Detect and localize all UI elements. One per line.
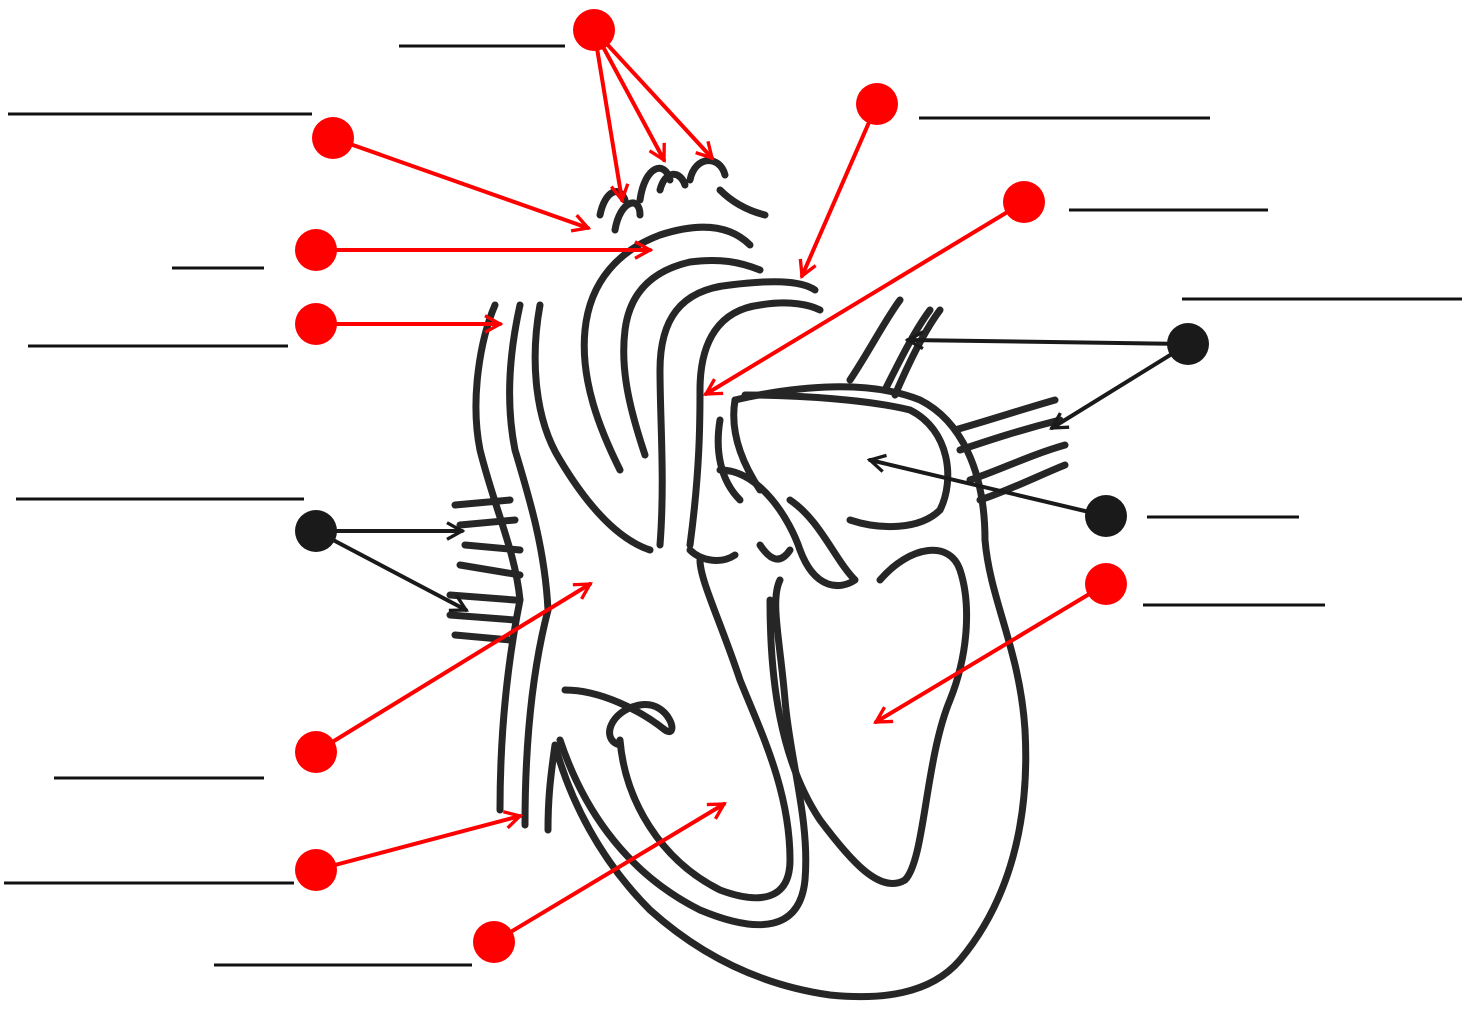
left-ventricle-wall — [770, 550, 967, 883]
arrow-left-pulmonary-vein-1 — [908, 340, 1188, 344]
right-pulmonary-veins — [450, 500, 520, 640]
label-dot-inferior-vena-cava[interactable] — [295, 849, 337, 891]
aorta-inner — [624, 260, 760, 455]
valve-left — [720, 470, 855, 586]
arrow-left-ventricle — [876, 584, 1106, 722]
label-dot-left-atrium[interactable] — [1085, 495, 1127, 537]
ivc-right — [525, 610, 548, 825]
right-ventricle-wall — [620, 560, 790, 898]
arrow-pulmonary-trunk — [706, 202, 1024, 394]
label-dot-superior-vena-cava[interactable] — [295, 303, 337, 345]
aortic-branch-3 — [690, 161, 765, 215]
label-dot-right-atrium[interactable] — [295, 731, 337, 773]
valve-right — [690, 545, 790, 560]
label-dot-aorta[interactable] — [295, 229, 337, 271]
label-dots — [295, 9, 1209, 963]
pointer-arrows — [316, 30, 1188, 942]
answer-lines — [4, 46, 1462, 965]
aortic-branch-2 — [640, 168, 685, 200]
atrium-divider — [565, 690, 672, 745]
label-dot-brachiocephalic[interactable] — [312, 117, 354, 159]
arrow-right-pulmonary-vein-2 — [316, 531, 466, 610]
label-dot-right-ventricle[interactable] — [473, 921, 515, 963]
left-pulmonary-artery — [850, 300, 940, 395]
heart-outline — [450, 161, 1065, 997]
label-dot-pulmonary-trunk[interactable] — [1003, 181, 1045, 223]
label-dot-left-pulmonary-veins[interactable] — [1167, 323, 1209, 365]
arrow-inferior-vena-cava — [316, 816, 520, 870]
arrow-brachiocephalic — [333, 138, 588, 228]
label-dot-right-pulmonary-veins[interactable] — [295, 510, 337, 552]
arrow-left-pulmonary-vein-2 — [1052, 344, 1188, 428]
label-dot-left-ventricle[interactable] — [1085, 563, 1127, 605]
label-dot-aortic-branches[interactable] — [573, 9, 615, 51]
arrow-pulmonary-artery — [802, 104, 877, 276]
aorta-arch-right — [718, 400, 760, 500]
arrow-left-atrium — [870, 460, 1106, 516]
label-dot-pulmonary-artery[interactable] — [856, 83, 898, 125]
arrow-right-atrium — [316, 584, 590, 752]
